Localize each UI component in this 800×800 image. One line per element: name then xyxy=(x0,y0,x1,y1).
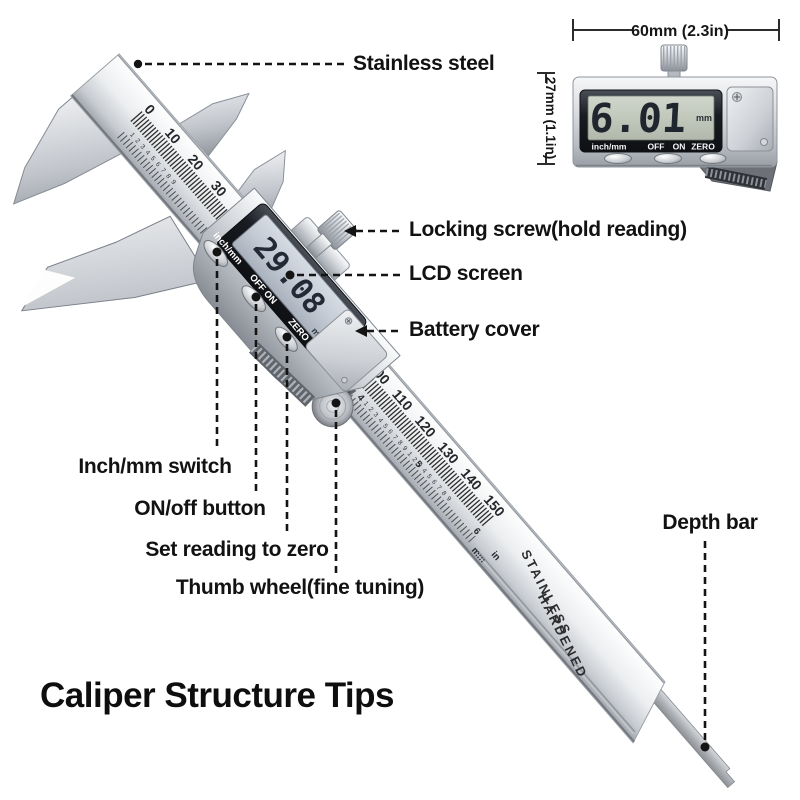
leader-dot-inchmm xyxy=(212,247,222,257)
locking-screw xyxy=(305,210,357,260)
label-onoff-button: ON/off button xyxy=(134,497,266,520)
inset-onoff-button xyxy=(654,153,682,164)
label-inchmm-switch: Inch/mm switch xyxy=(78,455,232,478)
panel-screw-icon xyxy=(760,138,768,146)
leader-dot-onoff xyxy=(251,292,261,302)
inset-label-inchmm: inch/mm xyxy=(592,142,627,152)
leader-lines xyxy=(133,59,710,752)
inset-battery-cover xyxy=(726,86,774,152)
depth-bar-rod xyxy=(649,688,736,789)
inset-head-view: 60mm (2.3in) 27mm (1.1in) 6.01 mm inch/m… xyxy=(537,19,780,192)
scale-in-4: 4 xyxy=(355,392,367,404)
panel-screw-icon xyxy=(341,376,348,384)
mm-tick-comb xyxy=(130,111,495,528)
leader-dot-wheel xyxy=(331,398,341,408)
inset-buttons xyxy=(604,153,727,164)
inset-zero-button xyxy=(699,153,727,164)
label-stainless-steel: Stainless steel xyxy=(353,52,495,75)
leader-dot-stainless xyxy=(133,59,143,69)
inset-inchmm-button xyxy=(604,153,632,164)
inset-lcd-unit: mm xyxy=(696,113,712,123)
inset-label-on: ON xyxy=(673,142,686,152)
beam-groove xyxy=(478,551,636,733)
leader-dot-depth xyxy=(700,742,710,752)
inset-label-zero: ZERO xyxy=(691,142,715,152)
scale-in-5: 5 xyxy=(412,459,424,471)
beam-top-edge xyxy=(117,54,665,684)
leader-arrow-battery xyxy=(355,325,367,337)
label-set-zero: Set reading to zero xyxy=(145,538,329,561)
inset-lcd-screen xyxy=(587,95,715,141)
label-thumb-wheel: Thumb wheel(fine tuning) xyxy=(175,576,425,599)
height-dimension-lines xyxy=(537,72,555,165)
main-caliper: 0 10 20 30 100 110 120 130 140 150 1 2 3… xyxy=(12,53,736,789)
inset-label-off: OFF xyxy=(648,142,665,152)
leader-dot-zero xyxy=(282,332,292,342)
jaw-highlight xyxy=(21,269,76,308)
label-depth-bar: Depth bar xyxy=(662,511,758,534)
inset-lcd-reading: 6.01 xyxy=(588,96,687,142)
label-lcd-screen: LCD screen xyxy=(409,262,523,285)
inset-locking-screw xyxy=(660,44,688,80)
beam-groove-light xyxy=(476,553,634,734)
grip-serration xyxy=(248,342,316,407)
page-title: Caliper Structure Tips xyxy=(40,676,395,715)
height-dimension-label: 27mm (1.1in) xyxy=(543,77,558,160)
leader-arrow-locking-screw xyxy=(344,225,356,237)
label-battery-cover: Battery cover xyxy=(409,318,540,341)
label-locking-screw: Locking screw(hold reading) xyxy=(409,218,687,241)
inset-thumb-grip xyxy=(698,161,778,192)
inset-bezel-labels: inch/mm OFF ON ZERO xyxy=(592,142,716,152)
width-dimension-lines xyxy=(572,19,780,41)
beam-bottom-edge xyxy=(71,94,635,743)
leader-dot-lcd xyxy=(285,270,295,280)
width-dimension-label: 60mm (2.3in) xyxy=(631,23,729,40)
scale-in-6: 6 xyxy=(471,526,483,537)
